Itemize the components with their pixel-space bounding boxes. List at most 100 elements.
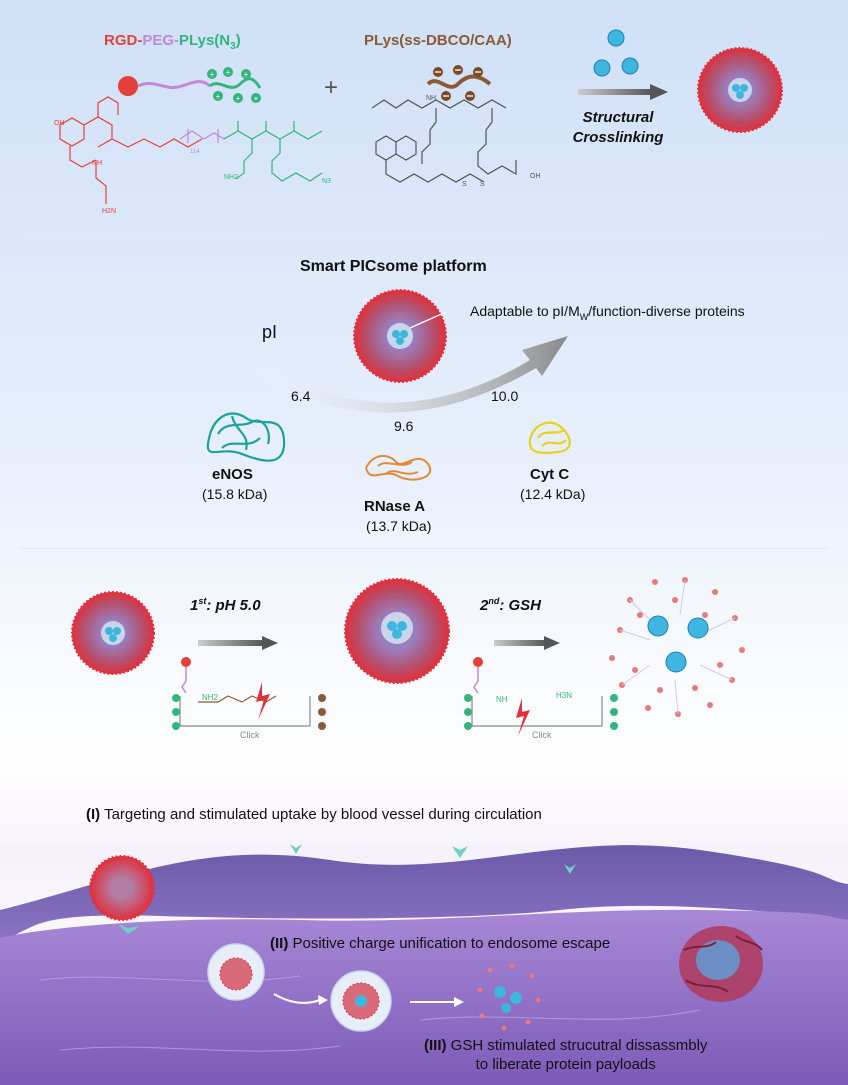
adaptable-text-sub: W <box>579 311 589 322</box>
svg-text:+: + <box>244 70 249 79</box>
cytc-name: Cyt C <box>530 466 570 483</box>
peg-label: PEG- <box>142 32 180 49</box>
plys-structure <box>223 121 323 182</box>
step1-label: 1st: pH 5.0 <box>190 596 261 614</box>
stage3-text: GSH stimulated strucutral dissassmbly <box>446 1037 708 1054</box>
crosslink-label: Structural Crosslinking <box>572 109 664 146</box>
platform-picsome <box>353 289 447 383</box>
pi-value-cytc: 10.0 <box>491 388 519 404</box>
mechanism-after: NH H3N Click <box>464 657 618 740</box>
polymer1-structure: NH H2N OH NH2 N3 114 <box>54 96 331 215</box>
peg-structure <box>179 129 225 143</box>
plys-close: ) <box>235 32 241 49</box>
chem-nh2-label: NH2 <box>224 174 238 181</box>
plys-chain <box>209 77 262 89</box>
enos-protein-icon <box>206 412 286 462</box>
click-label-2: Click <box>532 730 552 740</box>
positive-charges: + + + + + + <box>207 67 261 103</box>
step1-arrow <box>198 636 278 650</box>
pi-value-enos: 6.4 <box>291 388 311 404</box>
stage2-number: (II) <box>270 935 289 952</box>
enos-name: eNOS <box>212 466 253 483</box>
chem-peg-repeat-label: 114 <box>190 149 200 155</box>
stage3-caption: (III) GSH stimulated strucutral dissassm… <box>424 1036 707 1074</box>
rnase-protein-icon <box>365 455 432 481</box>
chem-oh-label: OH <box>54 120 65 127</box>
bio-arrow-2 <box>410 997 464 1007</box>
step2-rest: : GSH <box>499 597 542 614</box>
click-label-1: Click <box>240 730 260 740</box>
stage1-number: (I) <box>86 806 101 823</box>
step2-sup: nd <box>488 596 500 606</box>
plys-label: PLys(N <box>179 32 231 49</box>
svg-text:+: + <box>210 70 215 79</box>
divider-2 <box>20 548 828 549</box>
pi-arc-arrow <box>240 336 568 413</box>
chem-nh-label-1: NH <box>92 160 102 167</box>
step1-num: 1 <box>190 597 199 614</box>
step2-label: 2nd: GSH <box>480 596 541 614</box>
rgd-ligand-sphere <box>118 76 138 96</box>
rgd-structure <box>59 96 203 204</box>
polymer1-title: RGD-PEG-PLys(N3) <box>104 32 241 52</box>
bio-picsome-circulating <box>89 855 155 921</box>
amine-label-2: NH <box>496 695 508 704</box>
release-picsome-intact <box>71 591 155 675</box>
bio-arrow-1 <box>273 993 328 1005</box>
stage3-line1: (III) GSH stimulated strucutral dissassm… <box>424 1036 707 1055</box>
stage3-line2: to liberate protein payloads <box>475 1056 656 1073</box>
svg-text:+: + <box>254 94 259 103</box>
endosome-entry <box>207 943 265 1001</box>
adaptable-text-part2: /function-diverse proteins <box>588 303 745 319</box>
rgd-label: RGD- <box>104 32 143 49</box>
amine-label-1: NH2 <box>202 693 219 702</box>
adaptable-text-part1: Adaptable to pI/M <box>470 303 580 319</box>
mechanism-before: NH2 Click <box>172 657 326 740</box>
tissue-body <box>0 909 848 1085</box>
plys-ss-chain <box>426 74 492 89</box>
stage1-text: Targeting and stimulated uptake by blood… <box>100 806 542 823</box>
stage2-caption: (II) Positive charge unification to endo… <box>270 935 610 952</box>
rnase-name: RNase A <box>364 498 426 515</box>
amine-label-3: H3N <box>556 691 572 700</box>
divider-1 <box>20 236 828 237</box>
protein-cluster-icon <box>593 29 639 77</box>
step2-num: 2 <box>480 597 489 614</box>
enos-mass: (15.8 kDa) <box>202 486 268 502</box>
receptors <box>118 844 576 934</box>
release-disassembled <box>609 577 745 717</box>
polymer2-cartoon <box>426 65 492 101</box>
svg-text:+: + <box>226 68 231 77</box>
adaptable-text: Adaptable to pI/MW/function-diverse prot… <box>470 303 745 322</box>
chem-s-label-1: S <box>462 181 467 188</box>
nucleus-icon <box>679 926 763 1002</box>
release-picsome-swollen <box>344 578 450 684</box>
platform-title: Smart PICsome platform <box>300 258 487 275</box>
chem-s-label-2: S <box>480 181 485 188</box>
tissue-illustration <box>0 844 848 1085</box>
polymer2-title: PLys(ss-DBCO/CAA) <box>364 32 512 49</box>
chem-oh-label-2: OH <box>530 173 541 180</box>
step1-rest: : pH 5.0 <box>206 597 261 614</box>
plus-sign: + <box>324 74 339 101</box>
polymer1-cartoon: + + + + + + <box>118 67 262 103</box>
pi-axis-label: pI <box>262 322 278 342</box>
chem-nh-label-2: NH <box>426 95 436 102</box>
picsome-product <box>697 47 783 133</box>
cytosol-release <box>477 963 541 1031</box>
chem-n3-label: N3 <box>322 178 331 185</box>
svg-text:+: + <box>216 92 221 101</box>
polymer2-structure: NH S S OH <box>371 95 541 188</box>
endosome-escape <box>330 970 392 1032</box>
step2-arrow <box>494 636 560 650</box>
stage1-caption: (I) Targeting and stimulated uptake by b… <box>86 806 542 823</box>
negative-charges <box>433 65 483 101</box>
stage2-text: Positive charge unification to endosome … <box>288 935 611 952</box>
pi-value-rnase: 9.6 <box>394 418 414 434</box>
vessel-wall <box>0 845 848 940</box>
rnase-mass: (13.7 kDa) <box>366 518 432 534</box>
n3-subscript: 3 <box>230 41 236 52</box>
peg-chain <box>137 80 211 89</box>
stage3-number: (III) <box>424 1037 447 1054</box>
cytc-mass: (12.4 kDa) <box>520 486 586 502</box>
